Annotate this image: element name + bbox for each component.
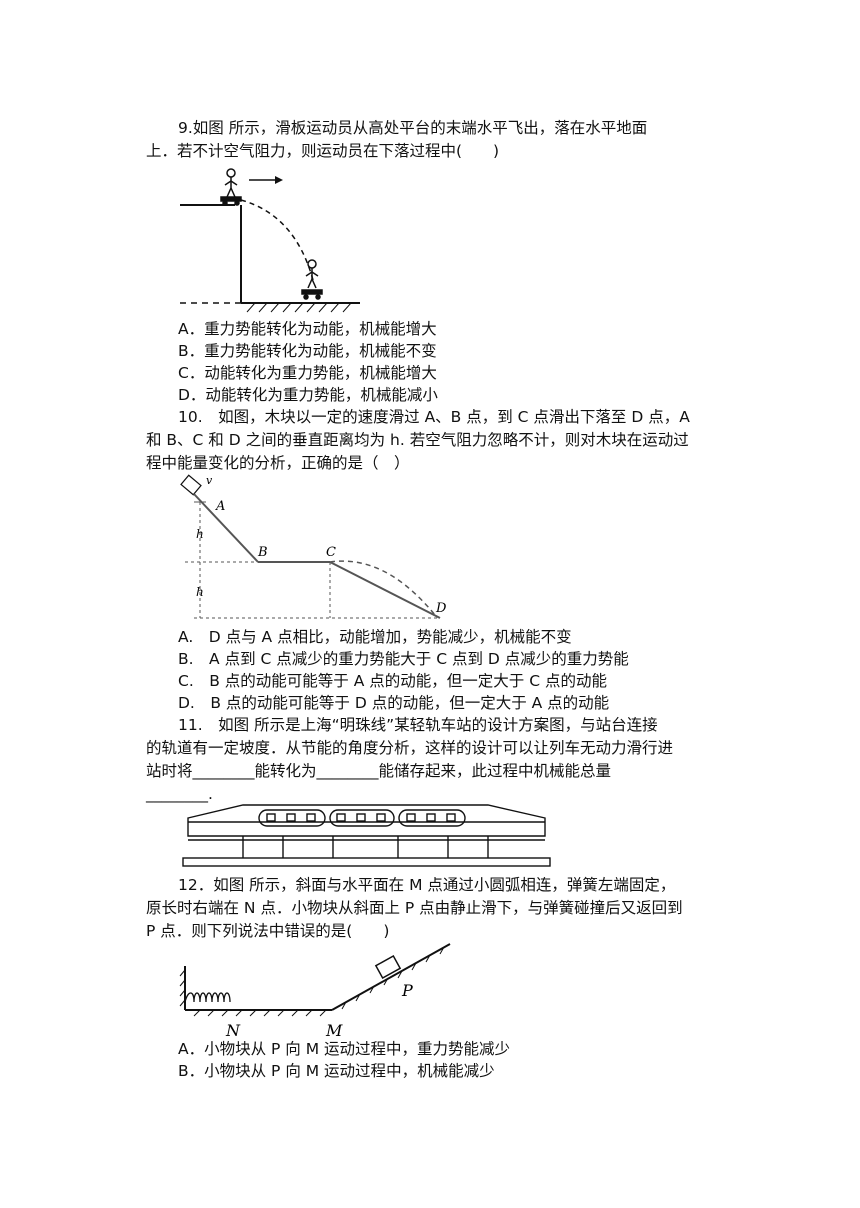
train-car-2 (329, 809, 395, 827)
train-car-3 (398, 809, 466, 827)
trajectory (240, 199, 314, 281)
q10-option-c: C. B 点的动能可能等于 A 点的动能，但一定大于 C 点的动能 (178, 672, 607, 690)
ground-hatching (246, 302, 352, 313)
slope-cd (329, 561, 441, 619)
q11-station-figure (182, 804, 551, 867)
q10-option-b: B. A 点到 C 点减少的重力势能大于 C 点到 D 点减少的重力势能 (178, 650, 629, 668)
q10-option-a: A. D 点与 A 点相比，动能增加，势能减少，机械能不变 (178, 628, 572, 646)
q9-option-a: A．重力势能转化为动能，机械能增大 (178, 320, 437, 338)
q10-track-figure: v A B C D h h (180, 474, 447, 619)
wood-block-icon (180, 474, 202, 496)
q12-stem-line-3: P 点．则下列说法中错误的是( ) (146, 922, 390, 940)
slope-ab (193, 493, 259, 563)
q10-stem-line-2: 和 B、C 和 D 之间的垂直距离均为 h. 若空气阻力忽略不计，则对木块在运动… (146, 431, 689, 449)
q11-stem-line-4: ________. (146, 785, 213, 803)
train-car-1 (258, 809, 326, 827)
label-p: P (401, 981, 413, 1000)
q12-stem-line-1: 12．如图 所示，斜面与水平面在 M 点通过小圆弧相连，弹簧左端固定， (178, 876, 676, 894)
incline (331, 943, 451, 1011)
q9-option-d: D．动能转化为重力势能，机械能减小 (178, 386, 438, 404)
q9-stem-line-2: 上．若不计空气阻力，则运动员在下落过程中( ) (146, 142, 500, 160)
platform-base (182, 857, 551, 867)
q10-stem-line-3: 程中能量变化的分析，正确的是（ ） (146, 454, 410, 472)
arrow-right-icon (249, 176, 283, 184)
block-icon (374, 955, 402, 979)
station-roof (187, 804, 546, 837)
q12-stem-line-2: 原长时右端在 N 点．小物块从斜面上 P 点由静止滑下，与弹簧碰撞后又返回到 (146, 899, 683, 917)
label-v: v (206, 474, 213, 487)
label-c: C (326, 545, 336, 560)
skater-bottom-icon (301, 259, 323, 300)
q11-stem-line-1: 11. 如图 所示是上海“明珠线”某轻轨车站的设计方案图，与站台连接 (178, 716, 658, 734)
label-m: M (325, 1021, 343, 1040)
label-h-lower: h (196, 585, 204, 599)
q12-option-a: A．小物块从 P 向 M 运动过程中，重力势能减少 (178, 1040, 511, 1058)
q10-option-d: D. B 点的动能可能等于 D 点的动能，但一定大于 A 点的动能 (178, 694, 610, 712)
q9-option-b: B．重力势能转化为动能，机械能不变 (178, 342, 437, 360)
label-d: D (435, 601, 447, 616)
q9-stem-line-1: 9.如图 所示，滑板运动员从高处平台的末端水平飞出，落在水平地面 (178, 119, 648, 137)
skater-top-icon (220, 168, 242, 206)
label-a: A (215, 499, 225, 514)
q11-stem-line-3: 站时将________能转化为________能储存起来，此过程中机械能总量 (146, 762, 612, 780)
q12-option-b: B．小物块从 P 向 M 运动过程中，机械能减少 (178, 1062, 495, 1080)
q12-spring-incline-figure: P N M (179, 943, 451, 1040)
label-n: N (225, 1021, 241, 1040)
dashed-trajectory (329, 560, 436, 616)
q11-stem-line-2: 的轨道有一定坡度．从节能的角度分析，这样的设计可以让列车无动力滑行进 (146, 739, 674, 757)
label-h-upper: h (196, 527, 204, 541)
q9-skateboard-figure (180, 168, 360, 313)
label-b: B (257, 545, 268, 560)
q9-option-c: C．动能转化为重力势能，机械能增大 (178, 364, 437, 382)
spring (184, 992, 231, 1003)
q10-stem-line-1: 10. 如图，木块以一定的速度滑过 A、B 点，到 C 点滑出下落至 D 点，A (178, 408, 690, 426)
